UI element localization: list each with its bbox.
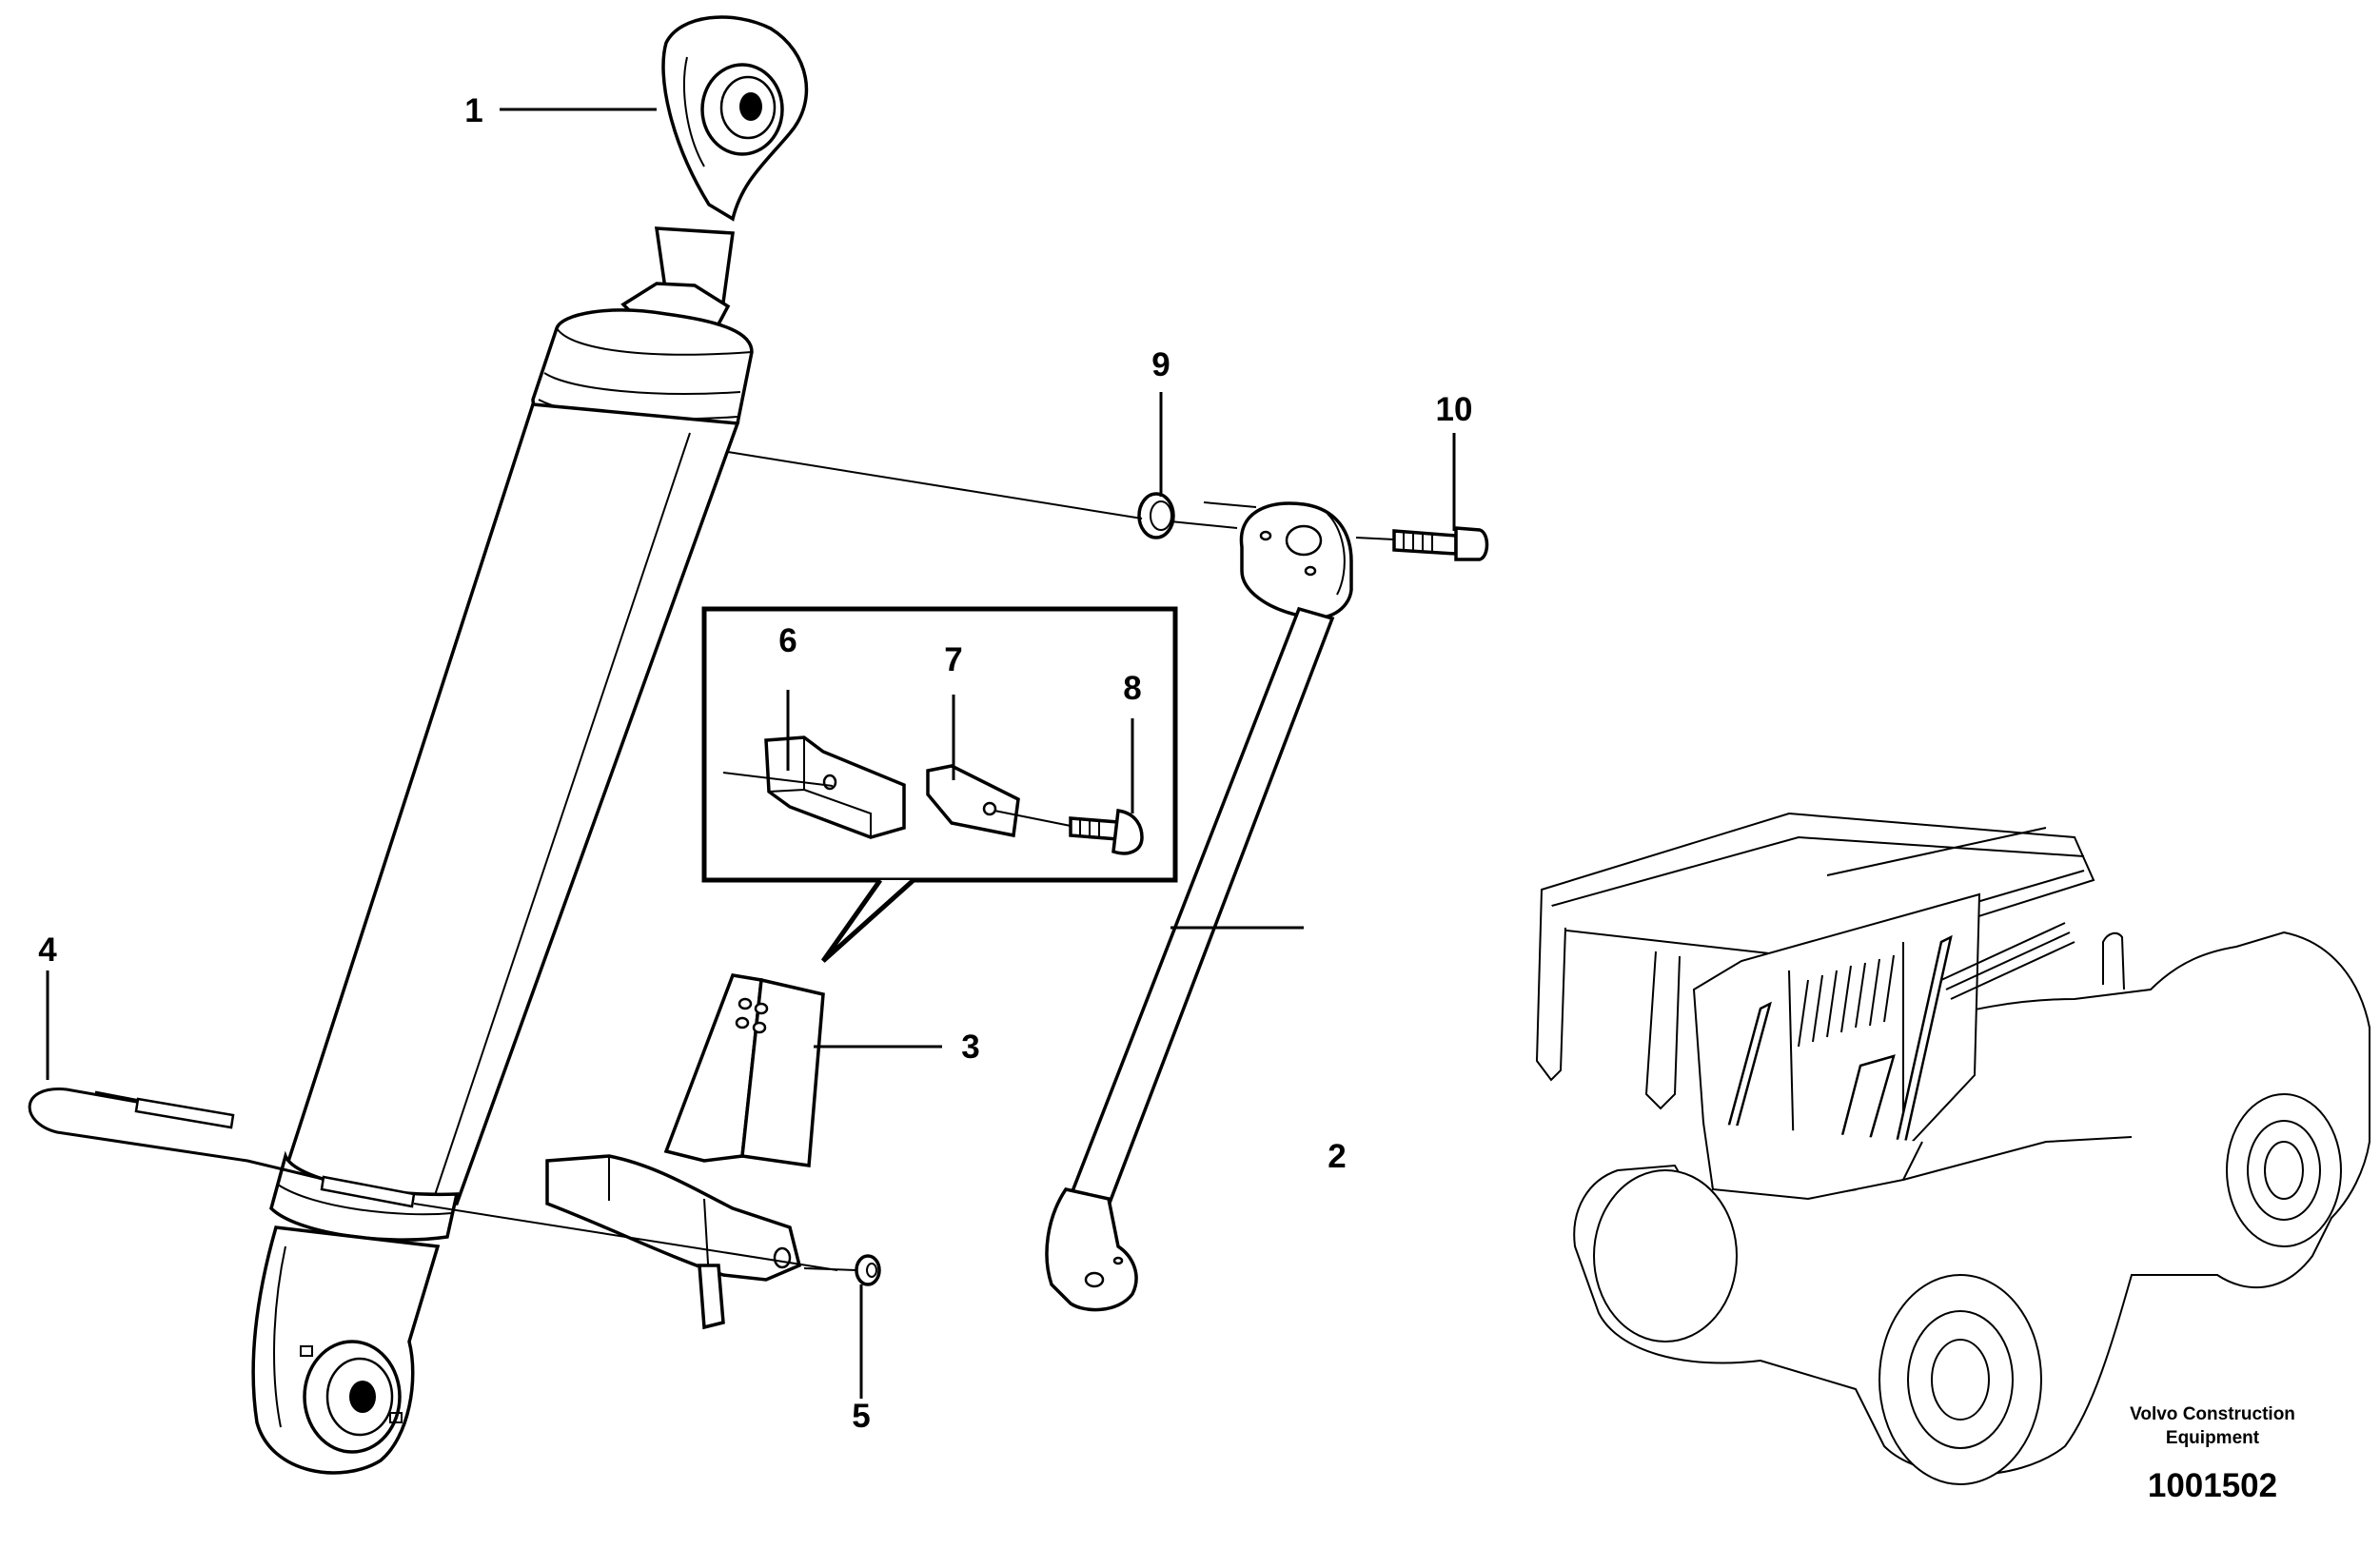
leader-lines — [46, 108, 1456, 1399]
detail-inset — [701, 606, 1178, 963]
callout-7: 7 — [944, 641, 962, 678]
bracket — [545, 973, 825, 1330]
callout-10: 10 — [1436, 391, 1473, 428]
cable-guide-line — [413, 1203, 838, 1271]
manufacturer-credit-line2: Equipment — [2166, 1428, 2260, 1448]
flange-screw — [1392, 526, 1489, 561]
diagram-number: 1001502 — [2148, 1467, 2277, 1504]
callout-9: 9 — [1151, 346, 1170, 383]
cable-tie — [28, 1088, 416, 1208]
callout-3: 3 — [961, 1029, 979, 1066]
callout-1: 1 — [464, 92, 482, 129]
callout-5: 5 — [852, 1398, 870, 1435]
footer: Volvo Construction Equipment 1001502 — [2130, 1404, 2295, 1504]
callout-8: 8 — [1123, 670, 1141, 707]
hydraulic-cylinder — [251, 15, 809, 1475]
callout-6: 6 — [778, 622, 797, 659]
hydraulic-pipe — [1045, 501, 1353, 1312]
assembly-guide-line — [727, 451, 1143, 519]
callout-4: 4 — [38, 931, 57, 969]
machine-overview-illustration — [1535, 812, 2370, 1485]
o-ring — [1137, 492, 1175, 539]
callout-labels: 1 2 3 4 5 6 7 8 9 10 — [38, 92, 1472, 1435]
manufacturer-credit-line1: Volvo Construction — [2130, 1404, 2295, 1424]
callout-2: 2 — [1328, 1138, 1346, 1175]
